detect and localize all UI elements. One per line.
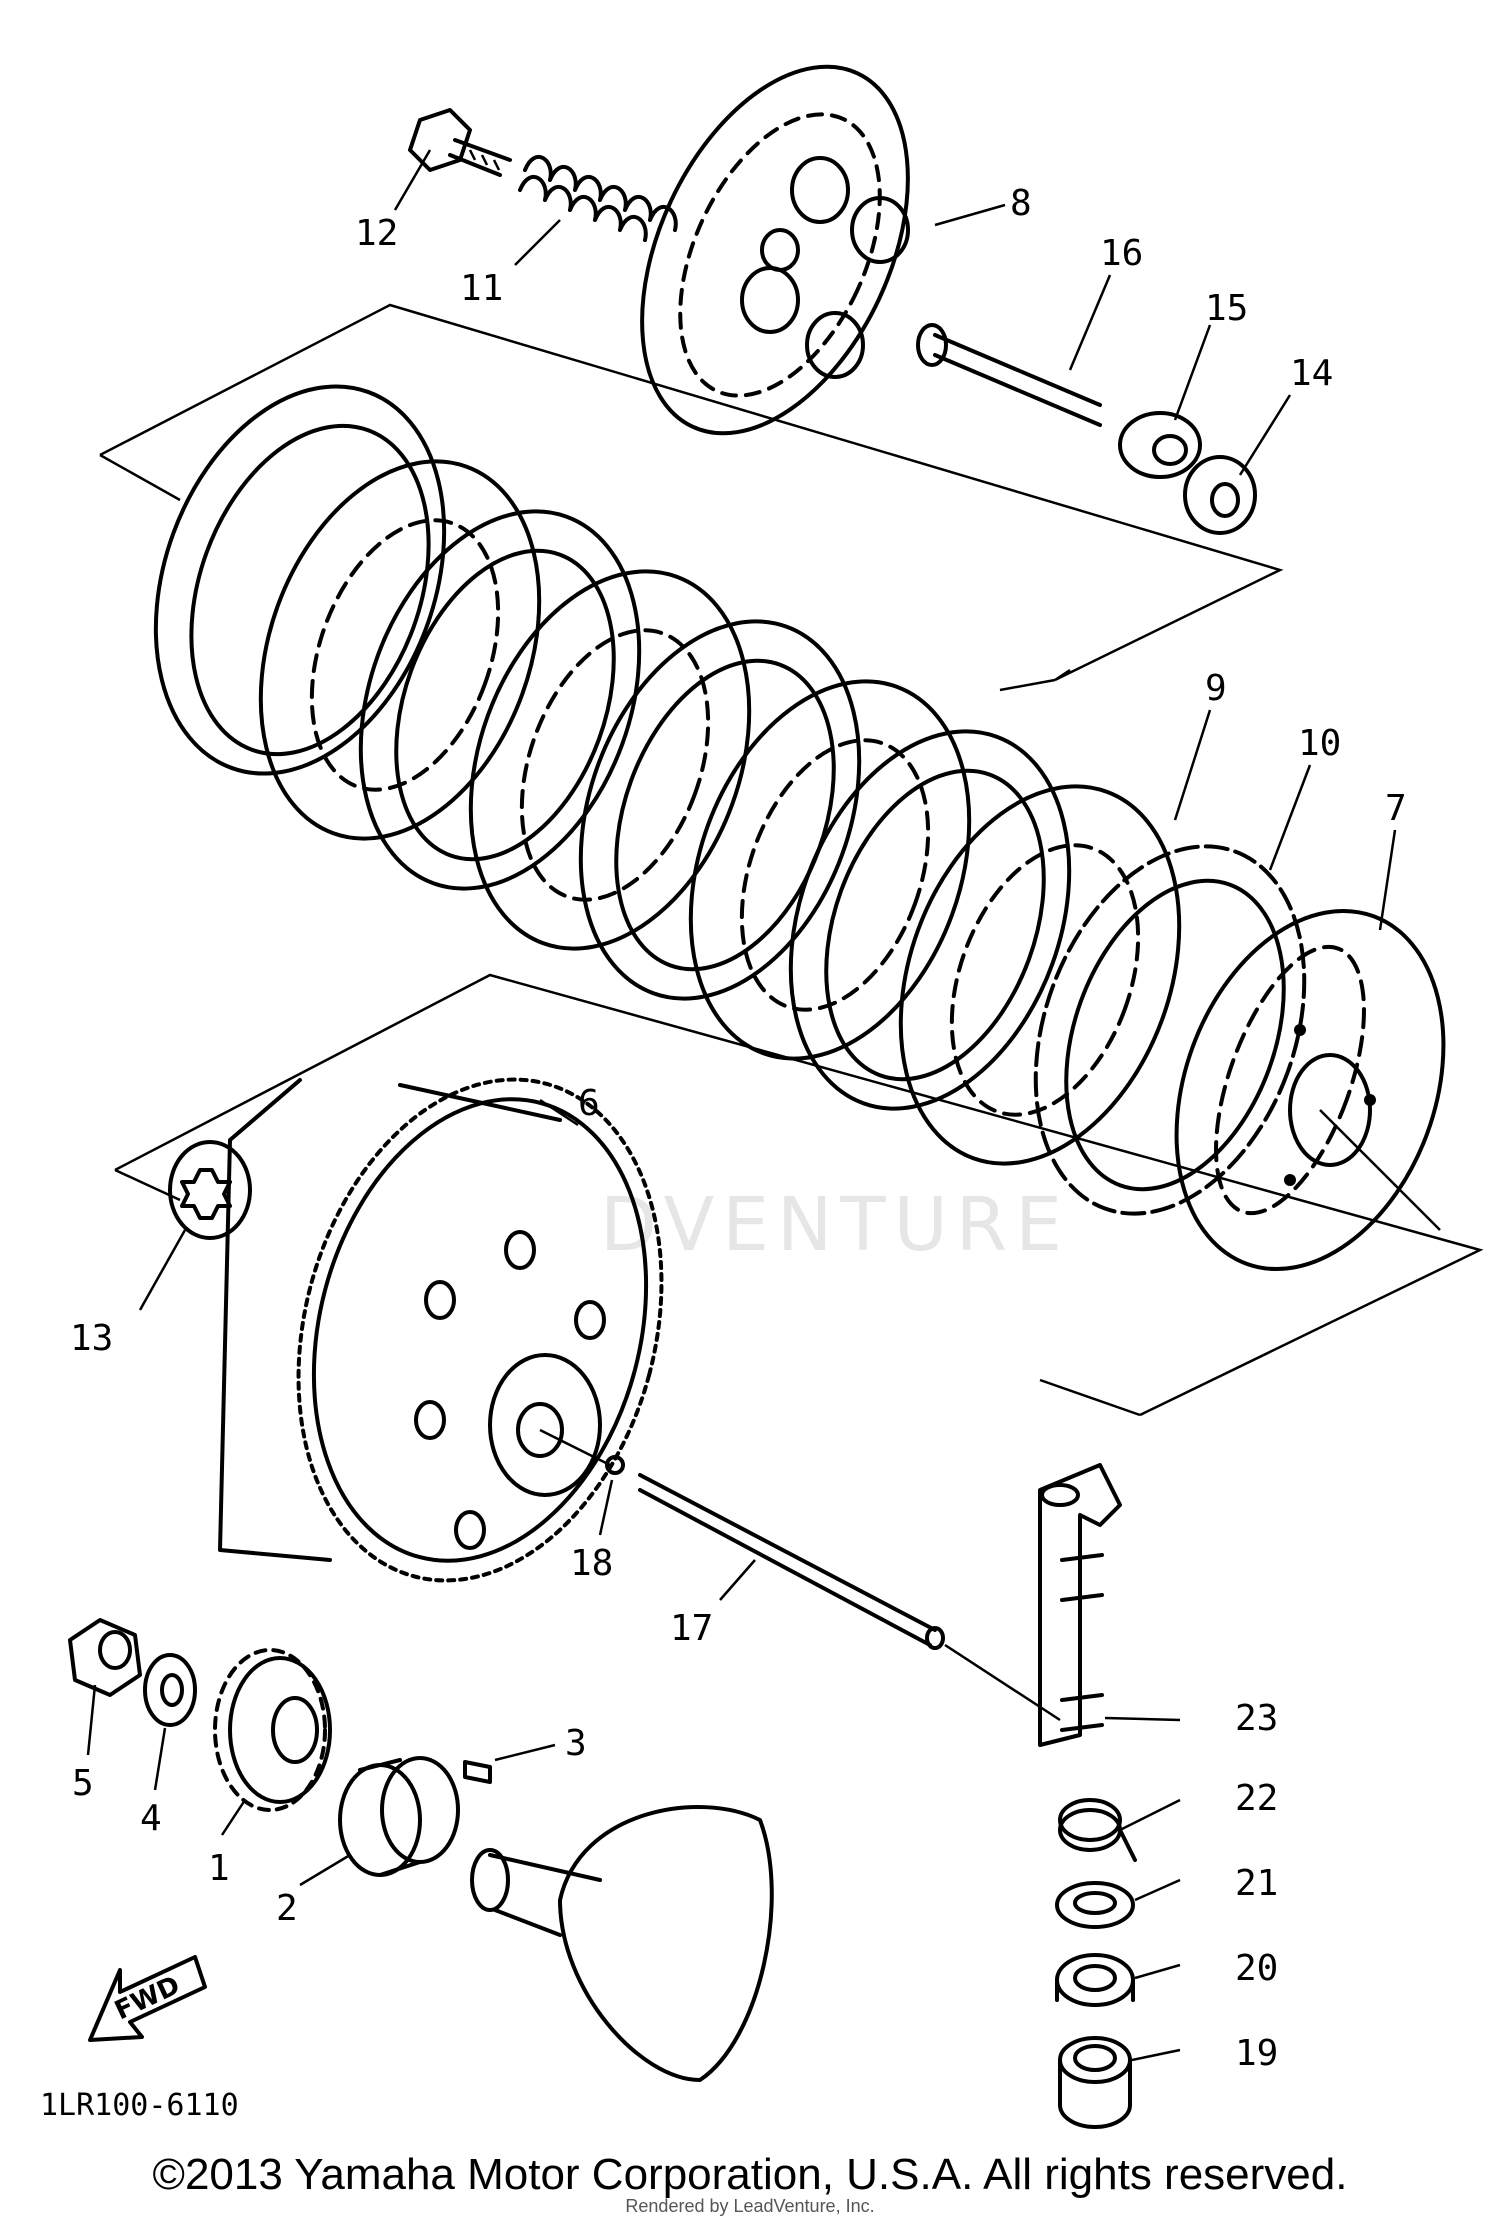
part-label-11: 11 [460,268,503,309]
upper-group-outline [99,303,1284,682]
boss-center-line [1319,1109,1441,1231]
part-label-19: 19 [1235,2033,1278,2074]
rendered-by-notice: Rendered by LeadVenture, Inc. [625,2196,875,2216]
lower-outline-right [1039,1378,1141,1417]
fwd-arrow-icon: FWD [88,1955,207,2042]
reference-code: 1LR100-6110 [40,2088,239,2123]
nut-part-15 [1118,411,1202,479]
bolt-part-12 [408,108,512,177]
part-label-13: 13 [70,1318,113,1359]
part-label-23: 23 [1235,1698,1278,1739]
part-label-7: 7 [1385,788,1407,829]
collar-part-2 [338,1756,460,1877]
clutch-boss-part-7 [1174,908,1446,1272]
push-lever-shaft-part-23 [1038,1463,1122,1747]
spring-part-11 [518,155,678,242]
part-label-8: 8 [1010,183,1032,224]
part-label-12: 12 [355,213,398,254]
part-label-22: 22 [1235,1778,1278,1819]
part-label-6: 6 [578,1083,600,1124]
upper-outline-right [999,678,1056,692]
part-label-16: 16 [1100,233,1143,274]
washer-part-4 [143,1653,197,1727]
primary-gear-part-1 [213,1648,332,1812]
torsion-spring-part-22 [1058,1798,1137,1862]
oil-seal-part-20 [1055,1953,1135,2007]
lock-washer-part-13 [168,1140,252,1240]
part-label-5: 5 [72,1763,94,1804]
washer-part-21 [1055,1881,1135,1929]
copyright-notice: ©2013 Yamaha Motor Corporation, U.S.A. A… [152,2150,1348,2199]
part-label-9: 9 [1205,668,1227,709]
upper-outline-left [99,453,181,502]
part-label-3: 3 [565,1723,587,1764]
ball-part-18 [605,1455,625,1475]
part-label-14: 14 [1290,353,1333,394]
watermark-text: DVENTURE [600,1182,1070,1268]
part-label-15: 15 [1205,288,1248,329]
part-label-17: 17 [670,1608,713,1649]
clutch-housing-part-6 [218,1077,664,1583]
bearing-part-19 [1058,2036,1132,2129]
push-rod-part-16 [916,323,1102,427]
part-label-21: 21 [1235,1863,1278,1904]
nut-part-5 [68,1618,142,1697]
crankshaft [470,1805,774,2082]
rod-leader-line [944,1643,1061,1722]
clutch-plates-stack [153,384,1182,1166]
part-label-2: 2 [276,1888,298,1929]
push-rod-part-17 [638,1473,945,1650]
pressure-plate-part-8 [640,64,910,436]
part-label-20: 20 [1235,1948,1278,1989]
part-label-1: 1 [208,1848,230,1889]
callout-leaders [86,149,1397,2062]
part-label-4: 4 [140,1798,162,1839]
friction-plate-part-10 [1033,844,1307,1216]
key-part-3 [463,1760,492,1784]
housing-center-line [539,1428,611,1467]
lower-group-outline [114,973,1484,1417]
washer-part-14 [1183,455,1257,535]
part-label-10: 10 [1298,723,1341,764]
part-label-18: 18 [570,1543,613,1584]
